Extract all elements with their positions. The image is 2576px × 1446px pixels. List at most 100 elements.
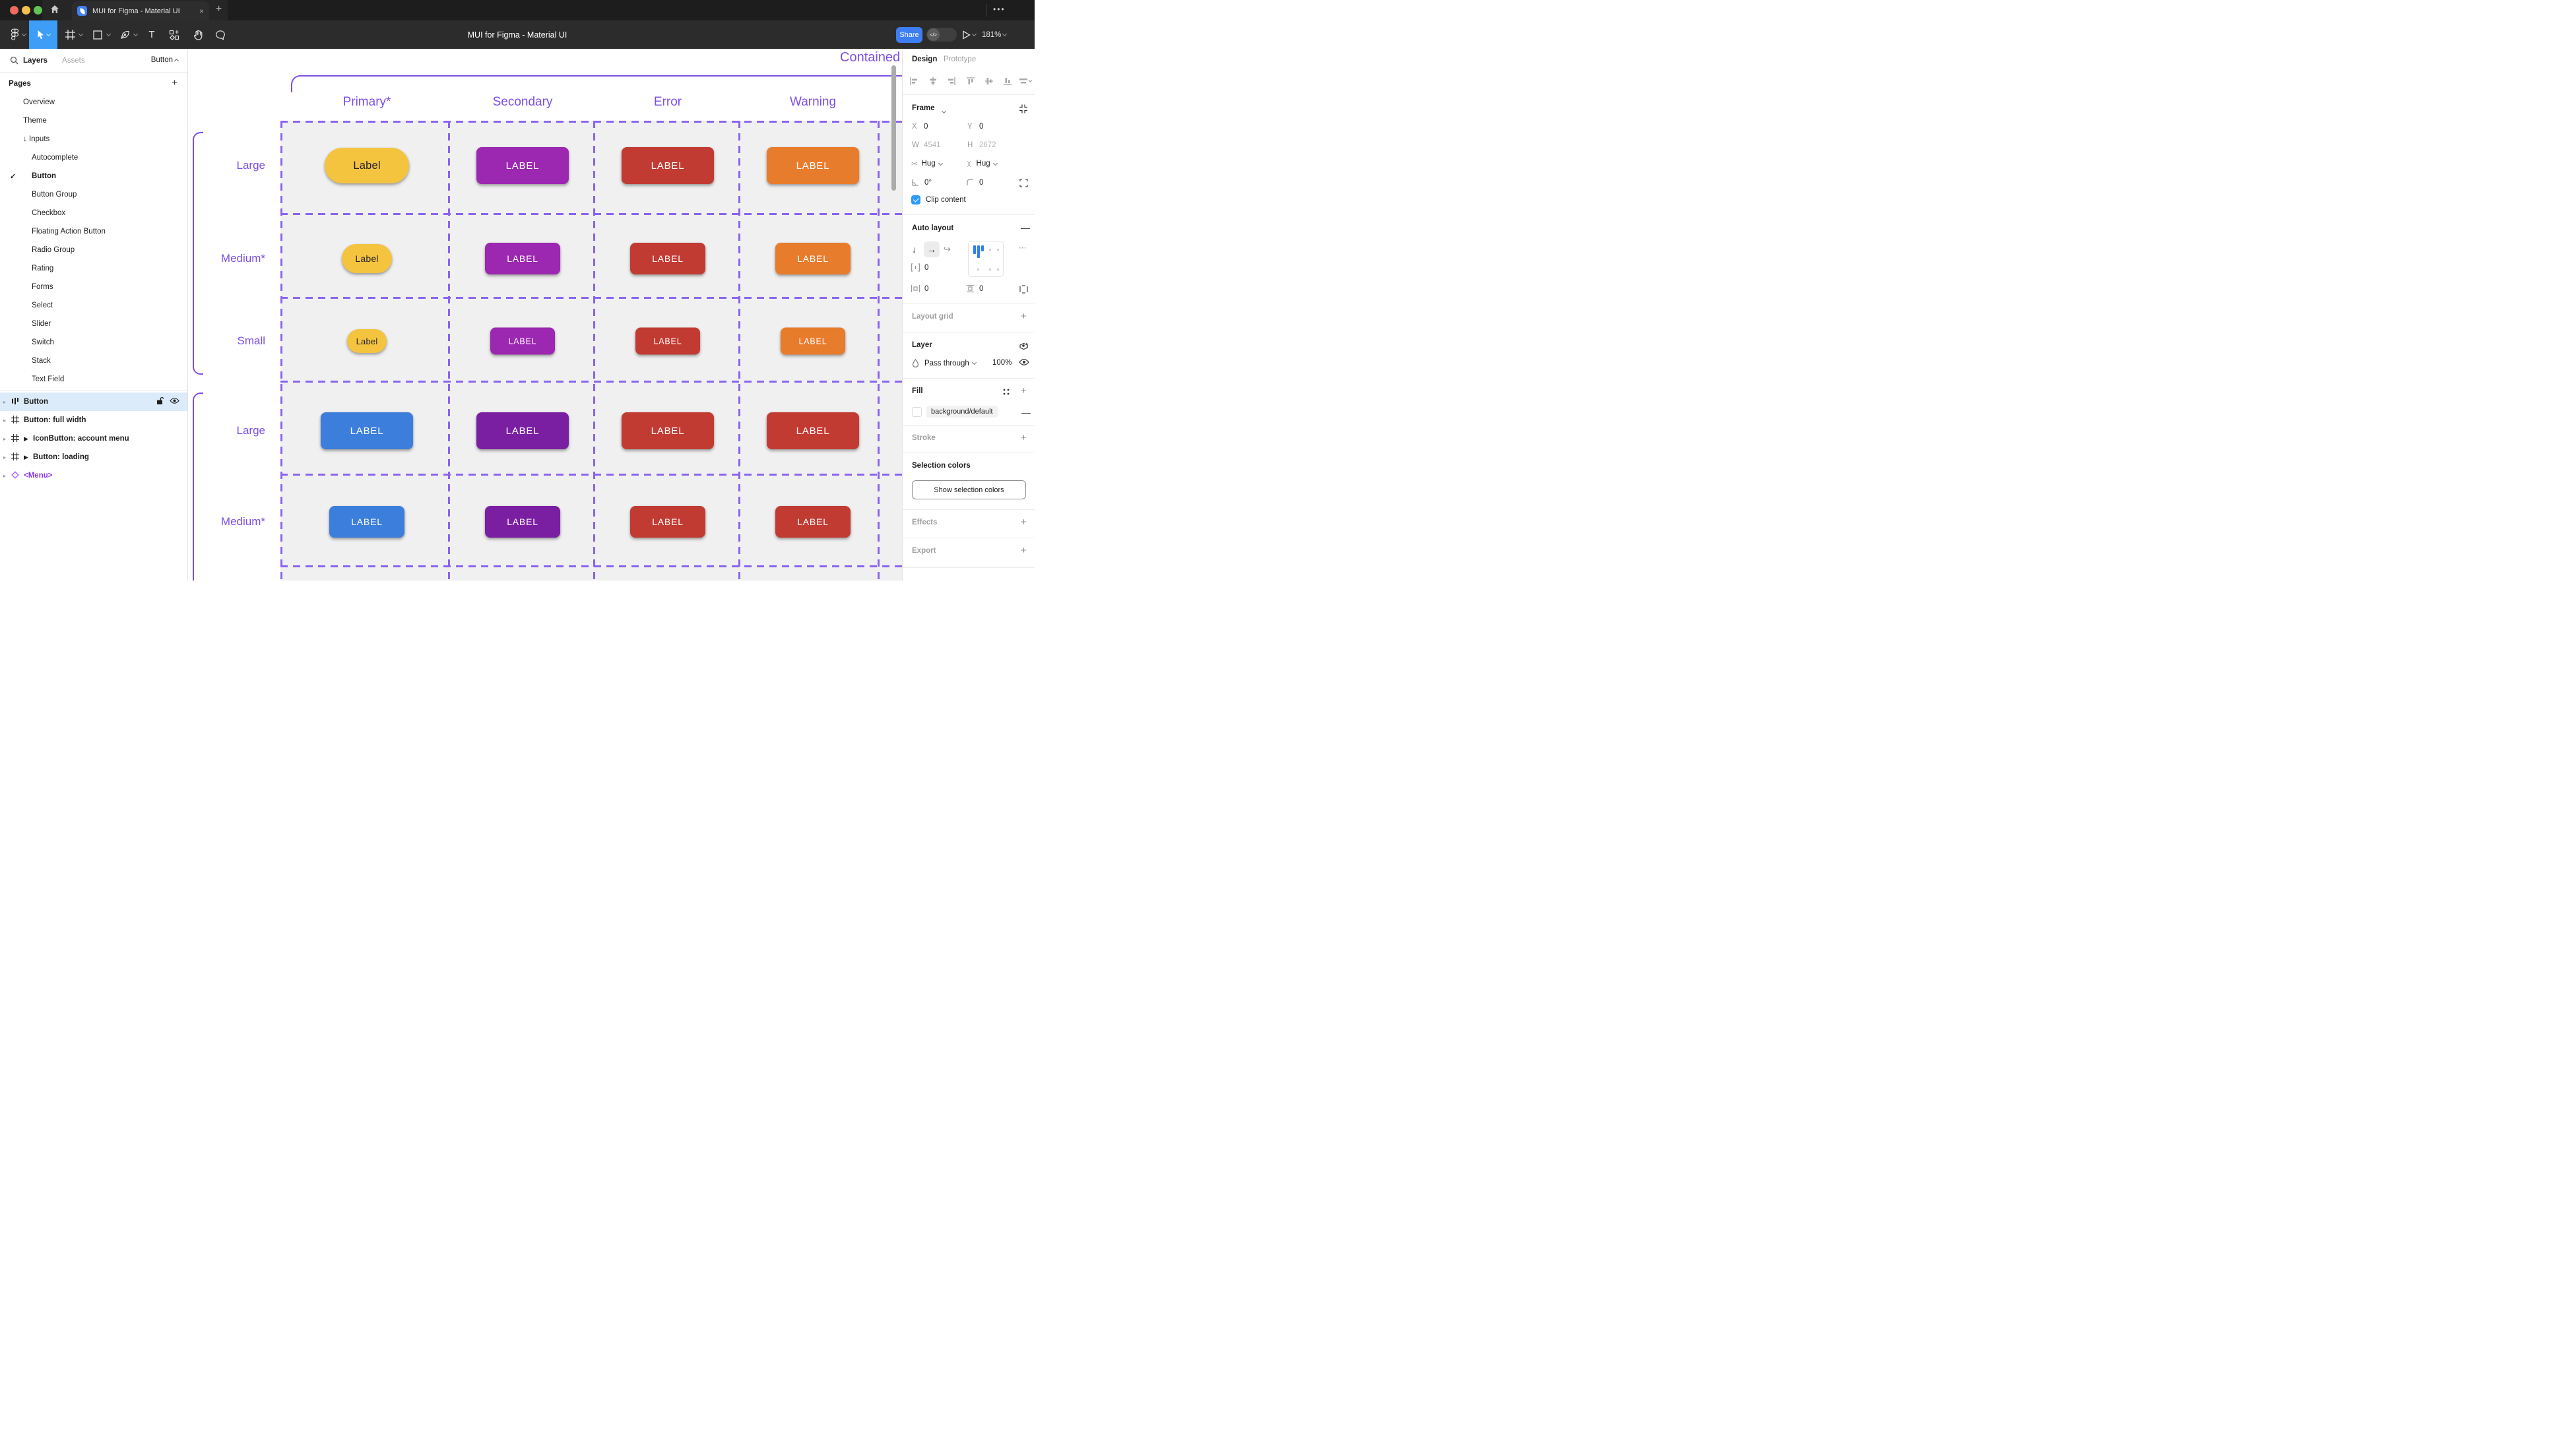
layer-expand-chevron-icon[interactable]: ▸ [3, 417, 7, 424]
corner-radius-field[interactable]: 0 [966, 178, 983, 187]
tab-design[interactable]: Design [912, 55, 938, 63]
page-item-checkbox[interactable]: Checkbox [0, 204, 187, 222]
home-icon[interactable] [50, 5, 59, 17]
add-fill-button[interactable]: + [1021, 385, 1027, 396]
hand-tool-icon[interactable] [191, 20, 205, 49]
canvas-button-large-red[interactable]: LABEL [767, 412, 859, 449]
text-tool-icon[interactable]: T [148, 29, 155, 40]
add-page-button[interactable]: + [172, 77, 177, 88]
canvas-button-large-yellow[interactable]: Label [325, 148, 409, 183]
pen-tool-icon[interactable] [118, 20, 131, 49]
document-title[interactable]: MUI for Figma - Material UI [467, 30, 567, 40]
frame-title-chevron-icon[interactable] [939, 107, 947, 115]
fill-color-swatch[interactable] [912, 406, 922, 417]
page-item-overview[interactable]: Overview [0, 93, 187, 111]
auto-layout-more-icon[interactable]: ⋯ [1019, 244, 1027, 252]
tab-close-icon[interactable]: × [199, 6, 204, 16]
window-zoom-button[interactable] [34, 6, 42, 15]
page-item-theme[interactable]: Theme [0, 111, 187, 130]
independent-corners-icon[interactable] [1019, 179, 1028, 189]
page-item-autocomplete[interactable]: Autocomplete [0, 148, 187, 167]
page-item-select[interactable]: Select [0, 296, 187, 315]
dev-mode-toggle[interactable]: </> [926, 28, 957, 42]
canvas-button-medium-yellow[interactable]: Label [342, 244, 392, 273]
canvas-button-small-orange[interactable]: LABEL [781, 327, 845, 355]
add-export-button[interactable]: + [1021, 545, 1027, 556]
rotation-field[interactable]: 0° [911, 178, 932, 187]
add-layout-grid-button[interactable]: + [1021, 311, 1027, 322]
canvas-button-medium-purple[interactable]: LABEL [485, 243, 560, 274]
opacity-value[interactable]: 100% [992, 359, 1012, 367]
canvas-button-large-orange[interactable]: LABEL [767, 147, 859, 184]
main-menu-figma-icon[interactable] [7, 20, 22, 49]
layer-visibility-eye-icon[interactable] [1019, 358, 1029, 368]
y-position-field[interactable]: Y 0 [967, 123, 984, 131]
window-close-button[interactable] [10, 6, 18, 15]
height-field[interactable]: H 2672 [967, 141, 996, 149]
canvas-button-large-blue[interactable]: LABEL [321, 412, 413, 449]
canvas-button-large-purple_dark[interactable]: LABEL [476, 412, 569, 449]
show-selection-colors-button[interactable]: Show selection colors [912, 480, 1026, 499]
canvas-button-medium-red[interactable]: LABEL [630, 506, 705, 538]
new-tab-button[interactable]: + [216, 3, 222, 15]
auto-layout-vertical-icon[interactable]: ↓ [912, 244, 917, 255]
clip-content-control[interactable]: Clip content [911, 195, 966, 204]
shape-tool-chevron-icon[interactable] [104, 20, 112, 49]
tab-prototype[interactable]: Prototype [944, 55, 977, 63]
present-button[interactable] [962, 20, 977, 49]
align-h-center-icon[interactable] [928, 77, 938, 88]
horizontal-padding-field[interactable]: 0 [911, 284, 928, 293]
canvas-scrollbar[interactable] [891, 65, 896, 191]
page-item-radio-group[interactable]: Radio Group [0, 241, 187, 259]
search-icon[interactable] [10, 56, 18, 67]
canvas-button-medium-purple_dark[interactable]: LABEL [485, 506, 560, 538]
canvas-button-small-purple[interactable]: LABEL [490, 327, 555, 355]
collapse-frame-icon[interactable] [1019, 104, 1028, 115]
browser-menu-icon[interactable]: ••• [993, 5, 1006, 14]
zoom-level-control[interactable]: 181% [982, 20, 1008, 49]
layer-item-iconbutton-account-menu[interactable]: ▸▶IconButton: account menu [0, 429, 187, 448]
layer-item-button[interactable]: ▸Button [0, 393, 187, 411]
canvas-button-large-red[interactable]: LABEL [622, 147, 714, 184]
auto-layout-wrap-icon[interactable]: ↩ [944, 244, 951, 254]
share-button[interactable]: Share [896, 27, 922, 43]
independent-padding-icon[interactable] [1019, 285, 1028, 296]
actions-tool-icon[interactable] [168, 20, 181, 49]
page-item-stack[interactable]: Stack [0, 352, 187, 370]
align-top-icon[interactable] [966, 77, 975, 88]
layer-expand-chevron-icon[interactable]: ▸ [3, 435, 7, 442]
remove-auto-layout-button[interactable]: — [1021, 222, 1030, 233]
layer-expand-chevron-icon[interactable]: ▸ [3, 398, 7, 405]
add-effect-button[interactable]: + [1021, 517, 1027, 528]
fill-styles-icon[interactable] [1003, 389, 1010, 397]
blend-mode-icon[interactable] [1019, 341, 1029, 352]
remove-fill-button[interactable]: — [1021, 407, 1031, 418]
blend-mode-control[interactable]: Pass through [912, 359, 977, 367]
tab-layers[interactable]: Layers [23, 56, 48, 65]
page-item-forms[interactable]: Forms [0, 278, 187, 296]
page-item-button[interactable]: ✓Button [0, 167, 187, 185]
vertical-padding-field[interactable]: 0 [965, 284, 983, 293]
main-menu-chevron-icon[interactable] [20, 20, 27, 49]
x-position-field[interactable]: X 0 [912, 123, 928, 131]
auto-layout-horizontal-icon-selected[interactable]: → [924, 241, 940, 257]
width-field[interactable]: W 4541 [912, 141, 941, 149]
auto-layout-alignment-box[interactable] [968, 241, 1004, 277]
pen-tool-chevron-icon[interactable] [131, 20, 139, 49]
layer-item-button-full-width[interactable]: ▸Button: full width [0, 411, 187, 429]
canvas-button-large-purple[interactable]: LABEL [476, 147, 569, 184]
layer-item-button-loading[interactable]: ▸▶Button: loading [0, 448, 187, 466]
add-stroke-button[interactable]: + [1021, 432, 1027, 443]
clip-content-checkbox[interactable] [911, 195, 920, 204]
gap-field[interactable]: 0 [911, 263, 928, 272]
frame-tool-icon[interactable] [63, 20, 77, 49]
shape-tool-icon[interactable] [91, 20, 104, 49]
visibility-eye-icon[interactable] [170, 397, 179, 406]
page-item-inputs[interactable]: ↓ Inputs [0, 130, 187, 148]
align-v-center-icon[interactable] [984, 77, 994, 88]
frame-section-title[interactable]: Frame [912, 104, 935, 112]
canvas-button-medium-orange[interactable]: LABEL [775, 243, 851, 274]
canvas-button-medium-red[interactable]: LABEL [775, 506, 851, 538]
vertical-resizing-control[interactable]: >< Hug [965, 160, 998, 168]
